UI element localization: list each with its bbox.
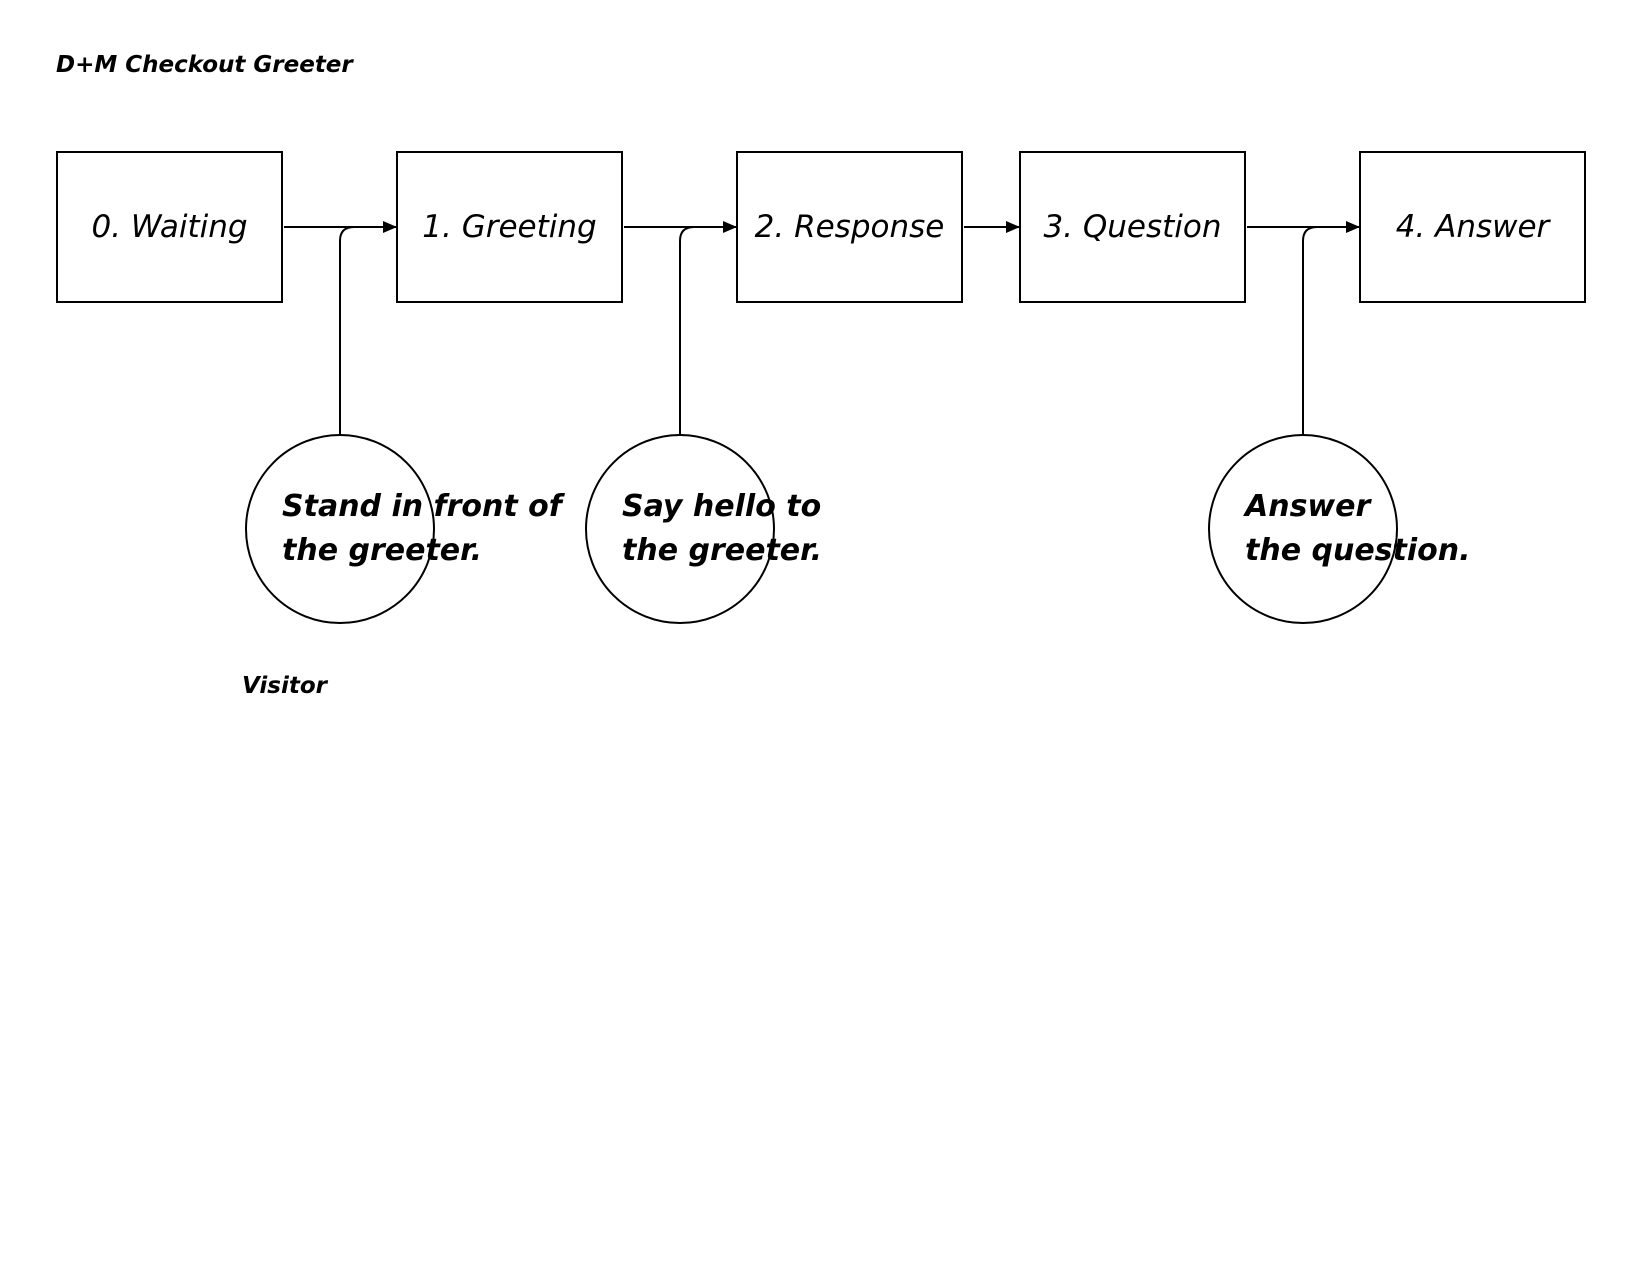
action-text-line: Answer <box>1245 489 1371 524</box>
diagram-title: D+M Checkout Greeter <box>56 52 353 78</box>
action-text-line: the greeter. <box>282 533 483 568</box>
state-label: 3. Question <box>1043 209 1222 245</box>
state-box-answer: 4. Answer <box>1359 151 1586 303</box>
state-label: 2. Response <box>754 209 945 245</box>
state-label: 1. Greeting <box>422 209 597 245</box>
state-box-greeting: 1. Greeting <box>396 151 623 303</box>
action-circle-stand <box>245 434 435 624</box>
action-circle-say-hello <box>585 434 775 624</box>
action-text-answer: Answer the question. <box>1245 485 1471 573</box>
action-connector-3 <box>1302 226 1318 434</box>
action-text-line: Stand in front of <box>282 489 562 524</box>
state-label: 4. Answer <box>1395 209 1550 245</box>
action-connector-1 <box>339 226 355 434</box>
action-connector-2 <box>679 226 695 434</box>
state-box-waiting: 0. Waiting <box>56 151 283 303</box>
action-text-say-hello: Say hello to the greeter. <box>622 485 822 573</box>
action-text-line: Say hello to <box>622 489 822 524</box>
state-label: 0. Waiting <box>91 209 248 245</box>
lane-label-visitor: Visitor <box>242 673 327 699</box>
state-box-response: 2. Response <box>736 151 963 303</box>
state-box-question: 3. Question <box>1019 151 1246 303</box>
action-circle-answer <box>1208 434 1398 624</box>
action-text-line: the greeter. <box>622 533 823 568</box>
action-text-line: the question. <box>1245 533 1471 568</box>
action-text-stand: Stand in front of the greeter. <box>282 485 562 573</box>
